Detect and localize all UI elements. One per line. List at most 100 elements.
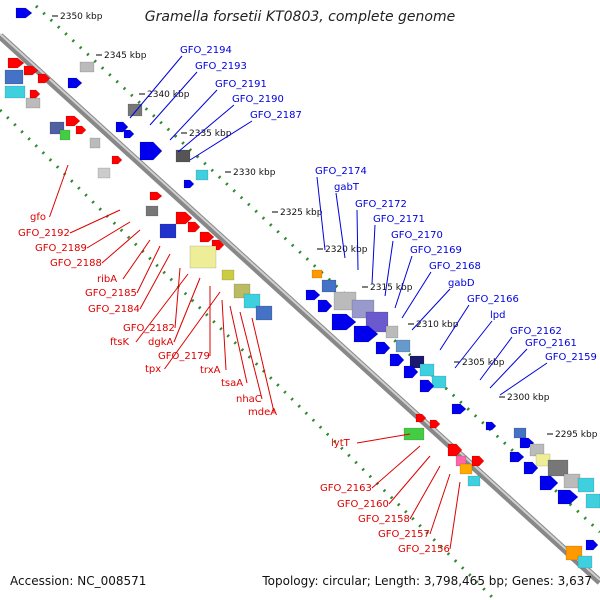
- gene-arrow: [419, 379, 435, 393]
- red-leader-line: [135, 273, 189, 343]
- gene-block: [513, 427, 527, 439]
- tick-label: 2305 kbp: [462, 358, 505, 368]
- gene-arrow: [317, 299, 333, 313]
- blue-leader-line: [499, 362, 548, 396]
- blue-gene-label: GFO_2172: [355, 199, 407, 210]
- blue-gene-label: GFO_2168: [429, 261, 481, 272]
- map-title: Gramella forsetii KT0803, complete genom…: [144, 9, 456, 25]
- blue-leader-line: [149, 71, 198, 126]
- red-gene-label: GFO_2192: [18, 228, 70, 239]
- gene-arrow: [585, 539, 599, 551]
- tick-label: 2325 kbp: [280, 208, 323, 218]
- gene-arrow: [403, 365, 419, 379]
- red-gene-label: GFO_2185: [85, 288, 137, 299]
- blue-leader-line: [371, 224, 376, 285]
- blue-gene-label: lpd: [490, 310, 505, 321]
- blue-gene-label: GFO_2159: [545, 352, 597, 363]
- red-leader-line: [86, 221, 131, 249]
- red-gene-label: dgkA: [148, 337, 173, 348]
- gene-block: [175, 149, 191, 163]
- gene-block: [403, 427, 425, 441]
- red-leader-line: [174, 267, 181, 329]
- red-gene-label: mdeA: [248, 407, 277, 418]
- genome-backbone-highlight: [0, 33, 600, 581]
- gene-arrow: [29, 89, 41, 99]
- gene-arrow: [539, 475, 559, 491]
- gene-arrow: [23, 65, 39, 76]
- gene-arrow: [15, 7, 33, 19]
- tick-label: 2345 kbp: [104, 51, 147, 61]
- gene-block: [395, 339, 411, 353]
- gene-arrow: [305, 289, 321, 301]
- red-leader-line: [122, 239, 151, 280]
- gene-arrow: [111, 155, 123, 165]
- gene-arrow: [115, 121, 129, 133]
- red-leader-line: [49, 164, 69, 218]
- gene-block: [577, 555, 593, 569]
- blue-gene-label: GFO_2190: [232, 94, 284, 105]
- blue-leader-line: [394, 255, 413, 309]
- gene-arrow: [187, 221, 201, 233]
- gene-arrow: [37, 73, 51, 84]
- blue-leader-line: [177, 104, 235, 153]
- red-leader-line: [449, 481, 461, 550]
- red-gene-label: GFO_2189: [35, 243, 87, 254]
- blue-leader-line: [129, 55, 183, 119]
- blue-gene-label: GFO_2191: [215, 79, 267, 90]
- gene-block: [4, 69, 24, 85]
- red-leader-line: [371, 445, 421, 489]
- gene-arrow: [389, 353, 405, 367]
- blue-leader-line: [411, 288, 451, 331]
- gene-block: [195, 169, 209, 181]
- gene-block: [59, 129, 71, 141]
- red-gene-label: lytT: [331, 438, 351, 449]
- red-gene-label: GFO_2157: [378, 529, 430, 540]
- gene-block: [459, 463, 473, 475]
- blue-gene-label: GFO_2193: [195, 61, 247, 72]
- gene-block: [221, 269, 235, 281]
- red-gene-label: tpx: [145, 364, 161, 375]
- genome-summary: Topology: circular; Length: 3,798,465 bp…: [262, 574, 592, 588]
- gene-block: [467, 475, 481, 487]
- blue-gene-label: GFO_2194: [180, 45, 232, 56]
- gene-block: [25, 97, 41, 109]
- red-leader-line: [388, 455, 431, 505]
- red-gene-label: GFO_2184: [88, 304, 140, 315]
- gene-arrow: [331, 313, 357, 331]
- gene-block: [385, 325, 399, 339]
- gene-arrow: [451, 403, 467, 415]
- gene-arrow: [75, 125, 87, 135]
- blue-leader-line: [335, 192, 346, 259]
- tick-label: 2295 kbp: [555, 430, 598, 440]
- genome-backbone: [0, 33, 600, 585]
- gene-arrow: [471, 455, 485, 467]
- accession-label: Accession: NC_008571: [10, 574, 147, 588]
- blue-gene-label: GFO_2161: [525, 338, 577, 349]
- red-leader-line: [239, 311, 263, 400]
- blue-leader-line: [169, 89, 218, 141]
- red-leader-line: [139, 253, 171, 310]
- tick-label: 2330 kbp: [233, 168, 276, 178]
- blue-leader-line: [316, 176, 326, 251]
- blue-leader-line: [384, 240, 394, 297]
- red-gene-label: tsaA: [221, 378, 243, 389]
- red-gene-label: GFO_2160: [337, 499, 389, 510]
- gene-block: [419, 363, 435, 377]
- gene-block: [127, 103, 143, 117]
- blue-gene-label: GFO_2162: [510, 326, 562, 337]
- gene-block: [97, 167, 111, 179]
- gene-arrow: [429, 419, 441, 429]
- gene-arrow: [509, 451, 525, 463]
- gene-arrow: [139, 141, 163, 161]
- gene-block: [321, 279, 337, 293]
- gene-block: [577, 477, 595, 493]
- gene-arrow: [485, 421, 497, 431]
- gene-block: [189, 245, 217, 269]
- red-leader-line: [164, 291, 221, 370]
- gene-arrow: [7, 57, 25, 69]
- red-gene-label: nhaC: [236, 394, 262, 405]
- red-gene-label: ftsK: [110, 337, 129, 348]
- blue-leader-line: [189, 120, 253, 161]
- gene-arrow: [65, 115, 81, 127]
